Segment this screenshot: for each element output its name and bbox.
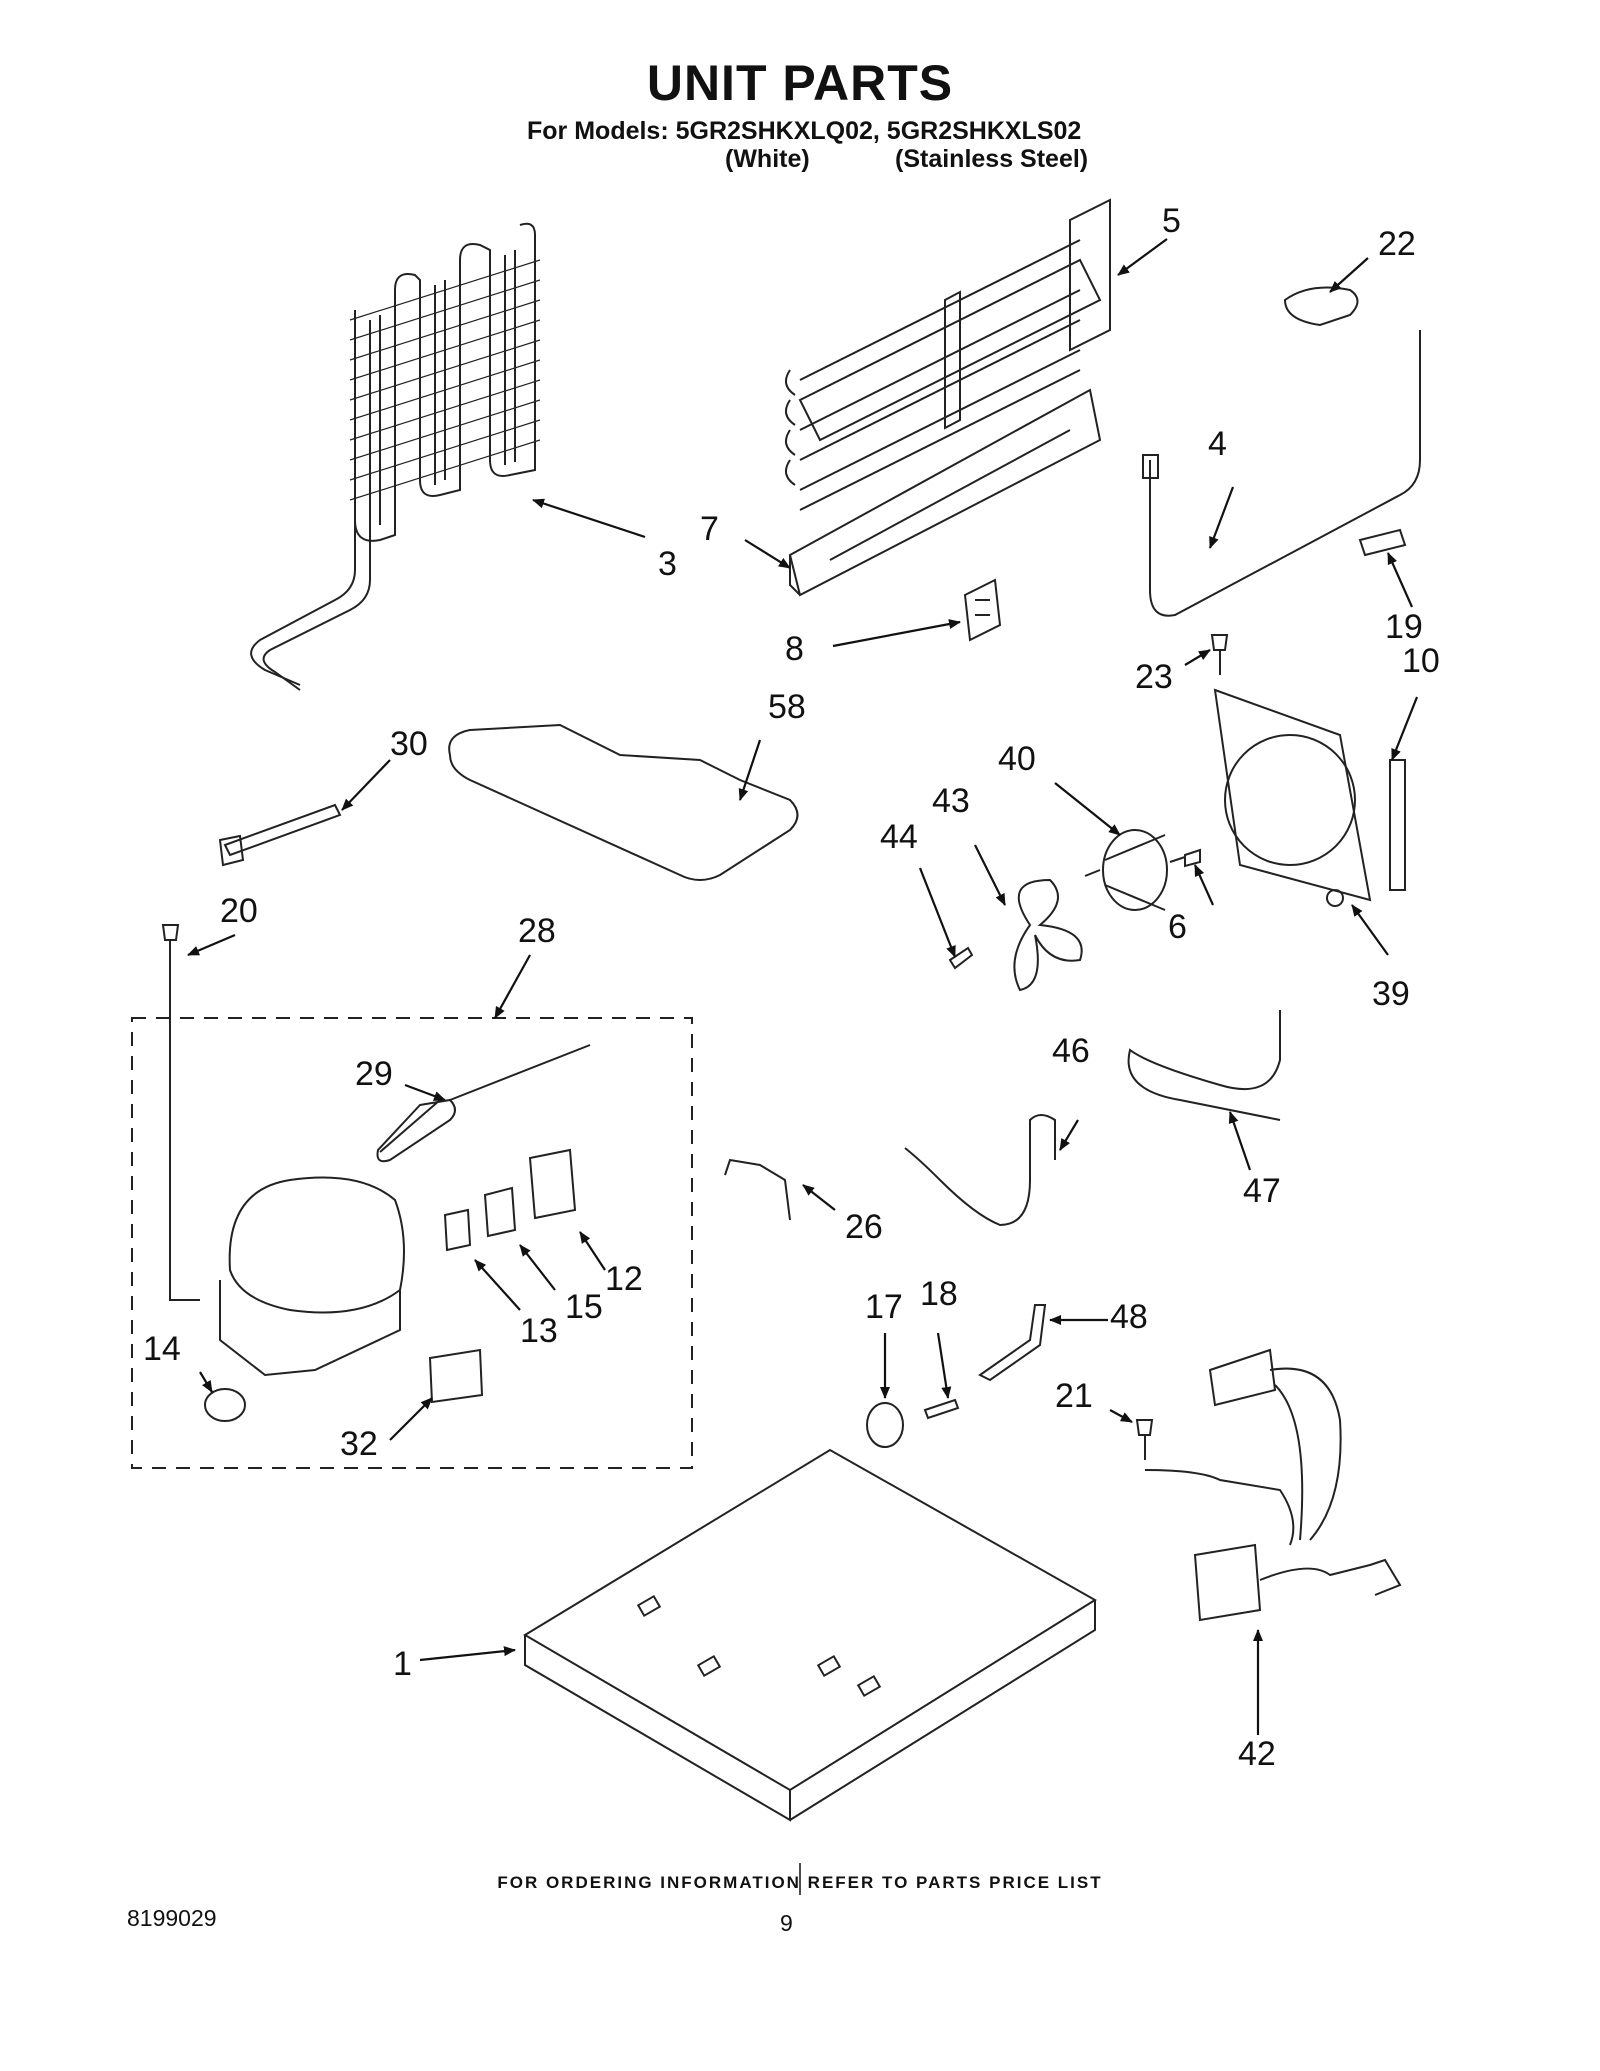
- callout-39: 39: [1372, 975, 1410, 1013]
- roller-pin-drawing: [923, 1398, 960, 1420]
- sensor-wire-drawing: [1149, 330, 1421, 617]
- drier-drawing: [376, 1044, 591, 1163]
- evaporator-drawing: [785, 198, 1111, 511]
- condenser-coil-drawing: [250, 222, 541, 691]
- callout-32: 32: [340, 1425, 378, 1463]
- screw-6-drawing: [1169, 848, 1201, 868]
- callout-28: 28: [518, 912, 556, 950]
- fan-shroud-drawing: [1213, 688, 1406, 907]
- roller-drawing: [866, 1402, 904, 1448]
- bracket-drawing: [963, 578, 1002, 642]
- callout-30: 30: [390, 725, 428, 763]
- callout-10: 10: [1402, 642, 1440, 680]
- cover-drawing: [1283, 286, 1359, 327]
- cable-tie-drawing: [218, 803, 342, 867]
- wiring-harness-drawing: [1144, 1348, 1402, 1622]
- grommet-drawing: [204, 1388, 246, 1422]
- callout-48: 48: [1110, 1298, 1148, 1336]
- fan-blade-drawing: [1013, 878, 1083, 992]
- screw-23-drawing: [1210, 634, 1229, 675]
- callout-14: 14: [143, 1330, 181, 1368]
- document-number: 8199029: [127, 1905, 217, 1931]
- callout-12: 12: [605, 1260, 643, 1298]
- callout-46: 46: [1052, 1032, 1090, 1070]
- callout-17: 17: [865, 1288, 903, 1326]
- overload-drawing: [483, 1186, 517, 1238]
- callout-1: 1: [393, 1645, 412, 1683]
- callout-44: 44: [880, 818, 918, 856]
- retainer-clip-drawing: [948, 946, 974, 970]
- fan-motor-drawing: [1084, 829, 1168, 911]
- compressor-assembly-box: [131, 1017, 693, 1469]
- callout-40: 40: [998, 740, 1036, 778]
- capacitor-drawing: [428, 1348, 484, 1404]
- screw-21-drawing: [1135, 1419, 1154, 1460]
- tubing-47-drawing: [1127, 1010, 1281, 1121]
- callout-58: 58: [768, 688, 806, 726]
- callout-43: 43: [932, 782, 970, 820]
- callout-47: 47: [1243, 1172, 1281, 1210]
- callout-21: 21: [1055, 1377, 1093, 1415]
- tube-48-drawing: [978, 1304, 1047, 1382]
- callout-42: 42: [1238, 1735, 1276, 1773]
- drain-pan-drawing: [448, 723, 799, 881]
- tube-clip-drawing: [724, 1158, 791, 1221]
- callout-23: 23: [1135, 658, 1173, 696]
- models-line: For Models: 5GR2SHKXLQ02, 5GR2SHKXLS02: [527, 117, 1082, 145]
- variant-stainless: (Stainless Steel): [895, 145, 1089, 173]
- callout-labels: 1 3 4 5 6 7 8 10 12 13 14 15 17 18 19 20…: [143, 202, 1440, 1773]
- callout-3: 3: [658, 545, 677, 583]
- callout-20: 20: [220, 892, 258, 930]
- ordering-note: FOR ORDERING INFORMATION REFER TO PARTS …: [497, 1873, 1103, 1892]
- callout-13: 13: [520, 1312, 558, 1350]
- callout-4: 4: [1208, 425, 1227, 463]
- screw-20-drawing: [161, 924, 180, 965]
- callout-22: 22: [1378, 225, 1416, 263]
- page-header: UNIT PARTS: [0, 58, 1600, 108]
- callout-29: 29: [355, 1055, 393, 1093]
- callout-18: 18: [920, 1275, 958, 1313]
- variant-white: (White): [725, 145, 810, 173]
- relay-cover-drawing: [528, 1148, 577, 1220]
- callout-19: 19: [1385, 608, 1423, 646]
- clip-drawing: [1358, 528, 1407, 557]
- callout-7: 7: [700, 510, 719, 548]
- tubing-46-drawing: [904, 1114, 1056, 1227]
- page-number: 9: [780, 1910, 793, 1936]
- base-pan-drawing: [523, 1448, 1097, 1822]
- callout-5: 5: [1162, 202, 1181, 240]
- leader-arrows: [187, 238, 1419, 1735]
- callout-6: 6: [1168, 908, 1187, 946]
- callout-26: 26: [845, 1208, 883, 1246]
- callout-8: 8: [785, 630, 804, 668]
- compressor-drawing: [219, 1176, 405, 1377]
- page-title: UNIT PARTS: [646, 55, 954, 111]
- callout-15: 15: [565, 1288, 603, 1326]
- relay-drawing: [443, 1208, 472, 1252]
